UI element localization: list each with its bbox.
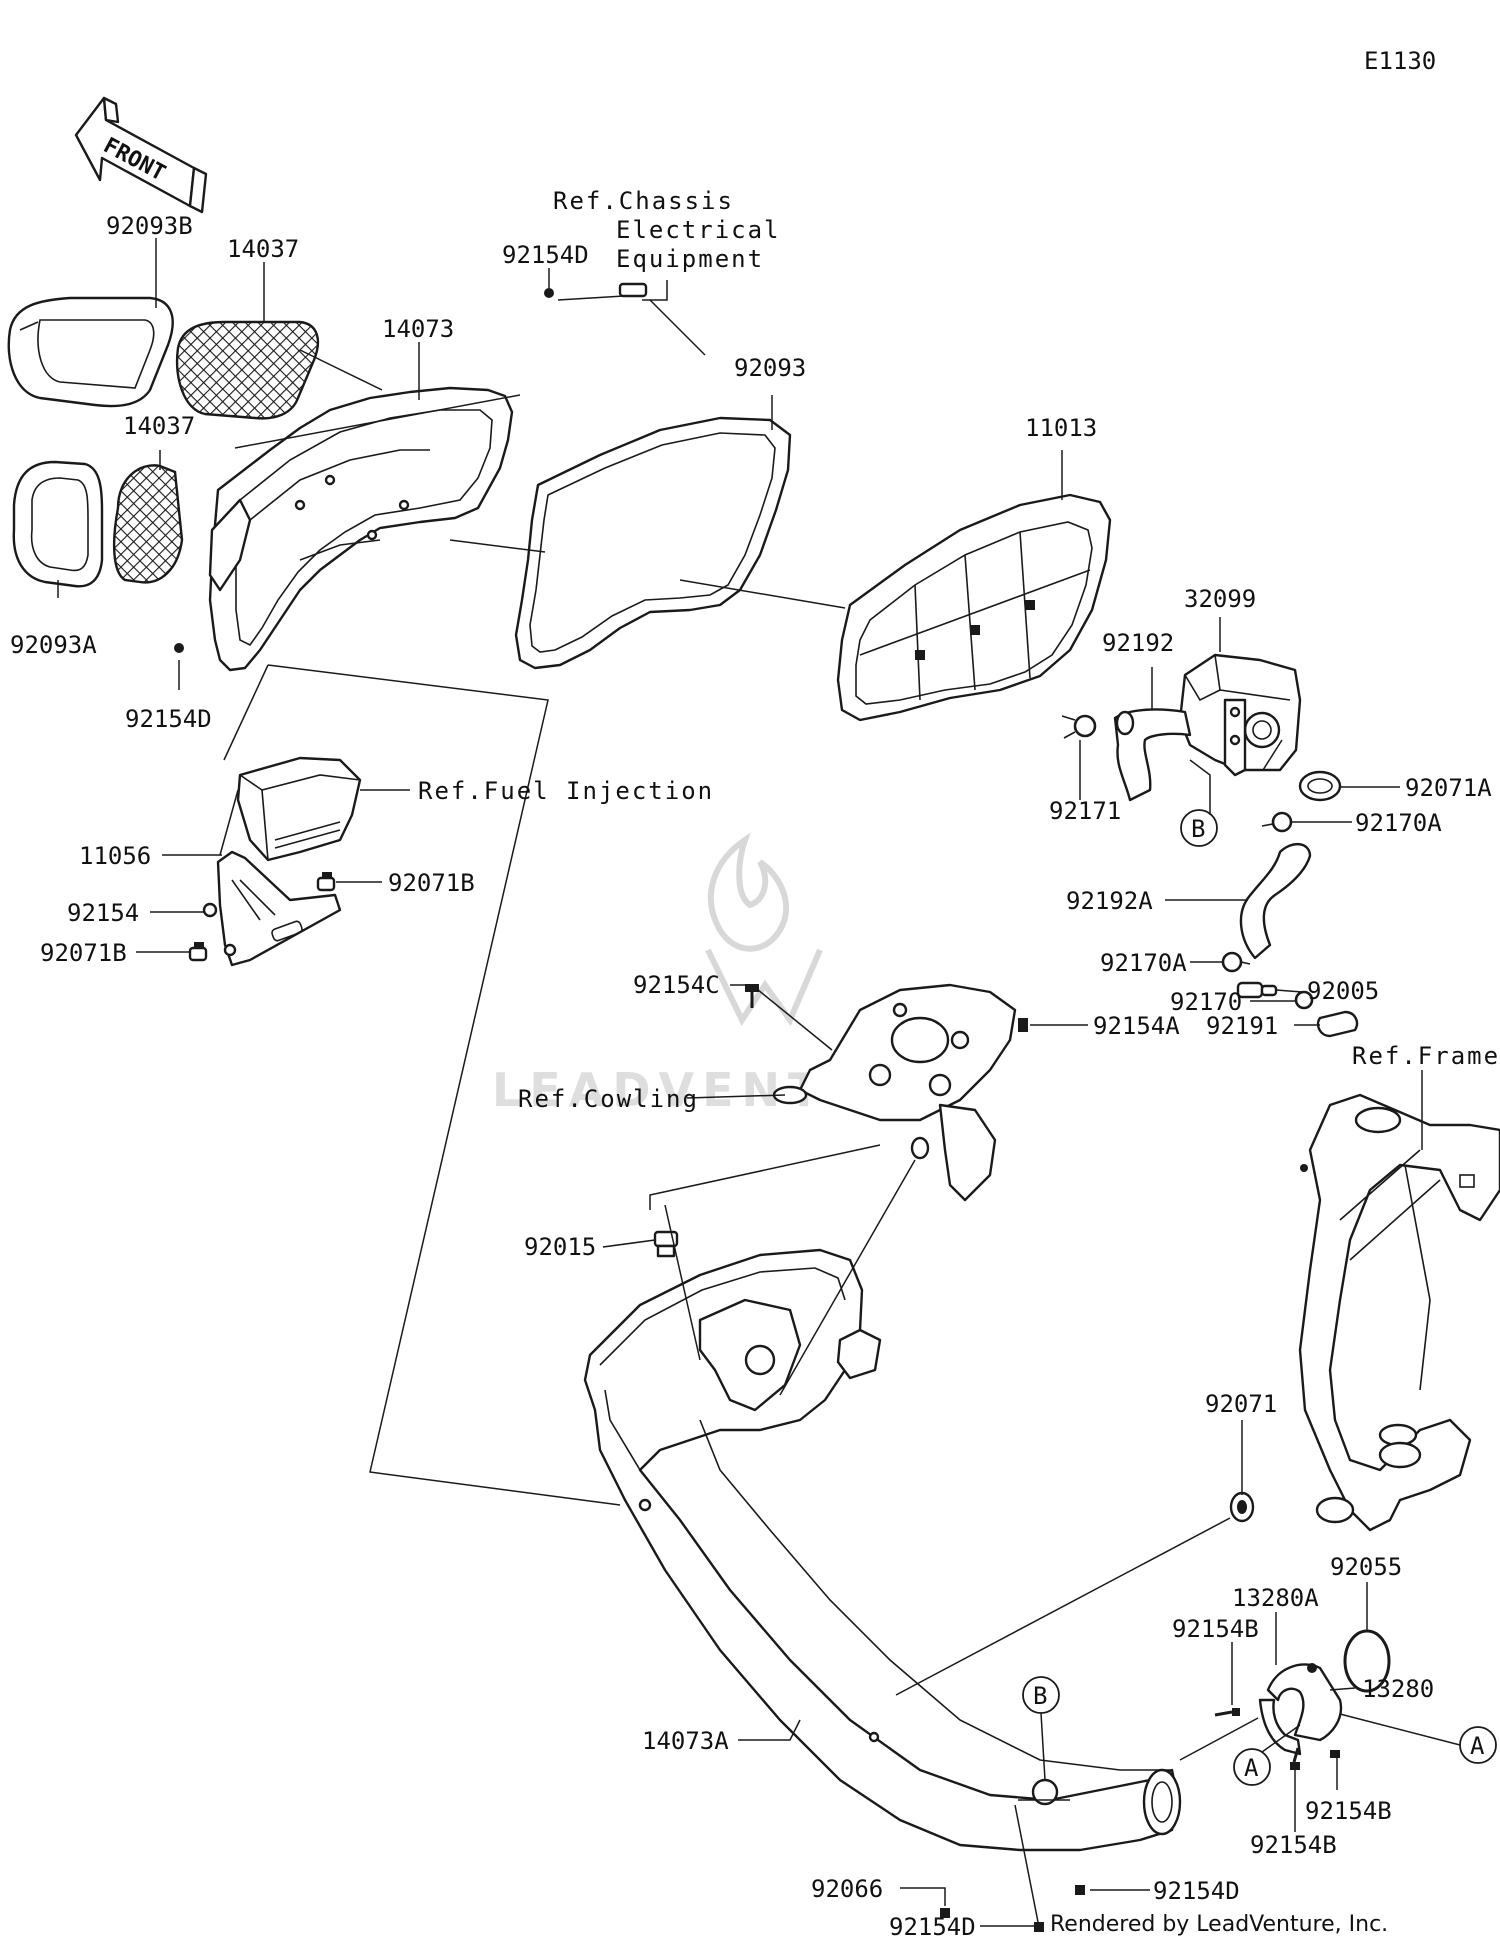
callout-a-right: A: [1459, 1726, 1497, 1764]
part-92154B-screws: [1214, 1708, 1340, 1770]
part-11056-bracket: [216, 850, 342, 967]
part-13280A-clamp: [1258, 1698, 1302, 1756]
label-92071: 92071: [1205, 1390, 1277, 1418]
part-92066-screw: [940, 1908, 950, 1918]
label-11056: 11056: [79, 842, 151, 870]
diagram-code: E1130: [1364, 47, 1436, 75]
label-92154B-top: 92154B: [1172, 1615, 1259, 1643]
label-92170A-bottom: 92170A: [1100, 949, 1187, 977]
label-92093B: 92093B: [106, 212, 193, 240]
label-92071B-left: 92071B: [40, 939, 127, 967]
label-13280: 13280: [1362, 1675, 1434, 1703]
part-92055-oring: [1343, 1629, 1391, 1693]
part-92154C-bolt: [745, 984, 759, 1008]
label-14073A: 14073A: [642, 1727, 729, 1755]
label-92093A: 92093A: [10, 631, 97, 659]
part-92171-clamp: [1061, 714, 1097, 739]
label-92154: 92154: [67, 899, 139, 927]
label-92066: 92066: [811, 1875, 883, 1903]
callout-a-left: A: [1233, 1748, 1271, 1786]
part-92154D-screw-mid: [1075, 1885, 1085, 1895]
svg-text:B: B: [1191, 815, 1205, 843]
label-92171: 92171: [1049, 797, 1121, 825]
part-92005-fitting: [1236, 981, 1278, 999]
ref-fuel-injection: Ref.Fuel Injection: [418, 777, 714, 805]
part-92093B-frame: [7, 296, 174, 408]
part-14037-top-mesh: [176, 320, 320, 420]
label-14037-top: 14037: [227, 235, 299, 263]
label-92093: 92093: [734, 354, 806, 382]
reference-labels: Ref.Chassis Electrical Equipment Ref.Fue…: [418, 187, 1500, 1113]
callout-b-upper: B: [1180, 809, 1218, 847]
label-11013: 11013: [1025, 414, 1097, 442]
part-labels: 92093B 14037 14073 92154D 92093 11013 14…: [10, 212, 1492, 1941]
part-92093A-frame: [12, 460, 104, 588]
label-92154D-bottom: 92154D: [889, 1913, 976, 1938]
label-92154B-bottom: 92154B: [1250, 1831, 1337, 1859]
part-11013-air-filter: [836, 493, 1112, 722]
part-92191-cap: [1316, 1010, 1359, 1038]
part-92170A-bottom: [1221, 951, 1251, 973]
part-92192A-hose: [1239, 843, 1312, 960]
label-92015: 92015: [524, 1233, 596, 1261]
cowling-bracket: [772, 983, 1017, 1202]
label-92191: 92191: [1206, 1012, 1278, 1040]
part-92170-clamp: [1294, 990, 1314, 1010]
label-14073: 14073: [382, 315, 454, 343]
ref-frame: Ref.Frame: [1352, 1042, 1500, 1070]
part-92071-grommet: [1229, 1491, 1255, 1523]
part-92093-gasket: [514, 416, 792, 670]
label-92154C: 92154C: [633, 971, 720, 999]
label-92154B-mid: 92154B: [1305, 1797, 1392, 1825]
label-92154D-left: 92154D: [125, 705, 212, 733]
label-92154A: 92154A: [1093, 1012, 1180, 1040]
part-11056-duct: [236, 756, 362, 862]
part-14073-airbox: [208, 386, 514, 672]
part-92154D-bolt-left: [174, 643, 184, 653]
ref-cowling: Ref.Cowling: [518, 1085, 699, 1113]
label-92055: 92055: [1330, 1553, 1402, 1581]
label-92170A-top: 92170A: [1355, 809, 1442, 837]
label-92170: 92170: [1170, 988, 1242, 1016]
label-92192: 92192: [1102, 629, 1174, 657]
label-92071B-right: 92071B: [388, 869, 475, 897]
callout-b-lower: B: [1022, 1676, 1060, 1714]
part-92170A-top: [1261, 811, 1293, 833]
label-13280A: 13280A: [1232, 1584, 1319, 1612]
ref-chassis-line3: Equipment: [616, 245, 764, 273]
part-13280-clamp: [1266, 1663, 1343, 1742]
label-92192A: 92192A: [1066, 887, 1153, 915]
label-92071A: 92071A: [1405, 774, 1492, 802]
part-92071B-right: [316, 872, 336, 892]
label-92154D-mid: 92154D: [1153, 1877, 1240, 1905]
svg-text:A: A: [1470, 1732, 1485, 1760]
front-arrow: FRONT: [74, 96, 208, 214]
part-92071A-ring: [1298, 770, 1342, 802]
ref-chassis-line1: Ref.Chassis: [553, 187, 734, 215]
svg-text:A: A: [1244, 1754, 1259, 1782]
part-92154-screw: [202, 902, 218, 918]
ref-frame-drawing: [1298, 1093, 1500, 1532]
credit-text: Rendered by LeadVenture, Inc.: [1050, 1912, 1388, 1937]
label-92154D-top: 92154D: [502, 241, 589, 269]
part-92154A-bolt: [1018, 1018, 1028, 1032]
label-14037-mid: 14037: [123, 412, 195, 440]
label-92005: 92005: [1307, 977, 1379, 1005]
part-14073A-duct: [583, 1248, 1182, 1852]
part-92071B-left: [188, 942, 208, 962]
part-14037-mid-mesh: [112, 464, 184, 584]
part-92154D-bolt-top: [544, 282, 648, 298]
part-92154D-screw-bot: [1034, 1922, 1044, 1932]
part-92192-hose: [1113, 708, 1192, 802]
label-32099: 32099: [1184, 585, 1256, 613]
ref-chassis-line2: Electrical: [616, 216, 781, 244]
leader-lines: [57, 238, 1461, 1927]
part-32099-box: [1178, 653, 1302, 777]
svg-text:B: B: [1033, 1682, 1047, 1710]
